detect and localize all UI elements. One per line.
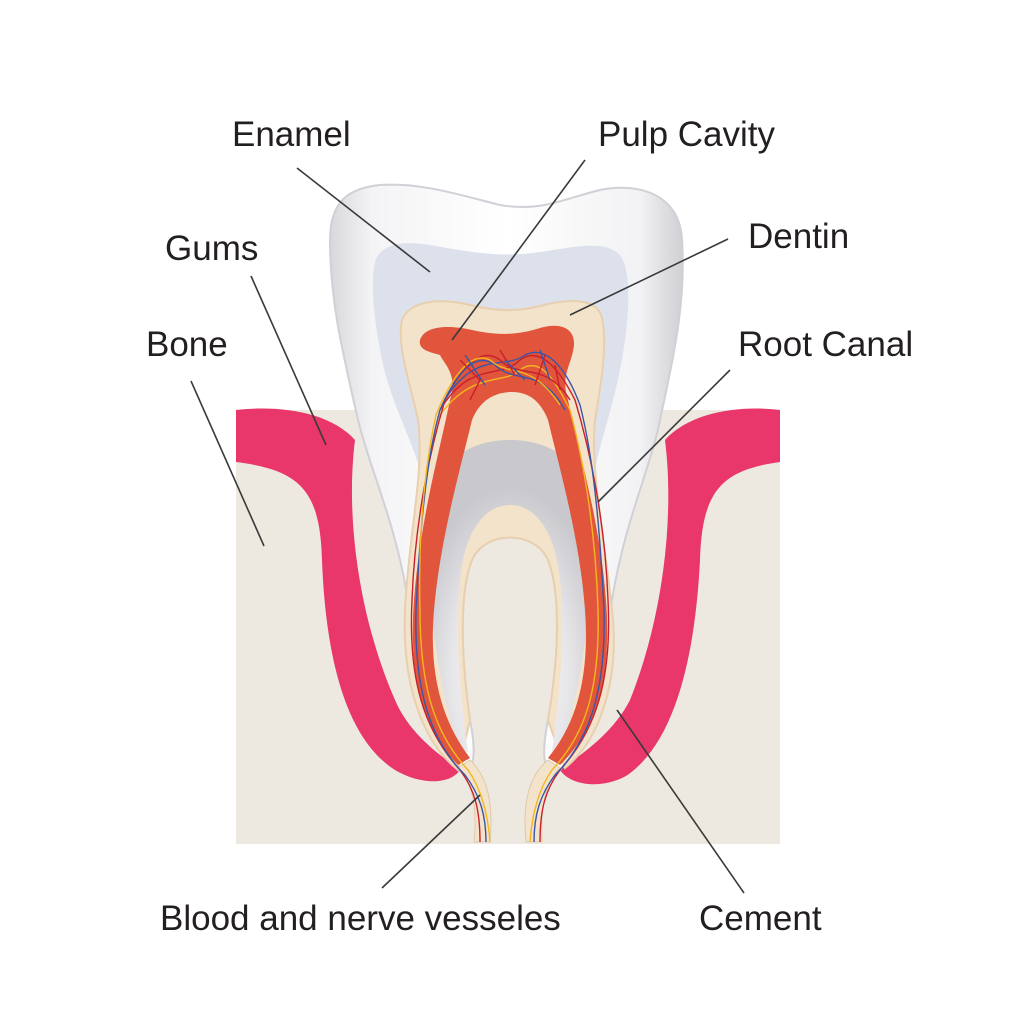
label-pulp-cavity: Pulp Cavity	[598, 115, 776, 154]
leader-blood-nerve	[381, 794, 481, 889]
leader-dentin	[569, 238, 729, 316]
gum-right	[560, 408, 780, 785]
label-enamel: Enamel	[232, 115, 351, 154]
leader-pulp-cavity	[451, 159, 586, 341]
leader-gums	[250, 275, 327, 446]
label-root-canal: Root Canal	[738, 325, 914, 364]
label-gums: Gums	[165, 229, 259, 268]
label-blood-nerve-vessels: Blood and nerve vesseles	[160, 899, 561, 938]
leader-bone	[190, 380, 265, 547]
label-bone: Bone	[146, 325, 228, 364]
label-cement: Cement	[699, 899, 822, 938]
leader-enamel	[296, 167, 431, 273]
pulp-cavity	[412, 325, 608, 765]
nerve-vessels	[410, 349, 610, 843]
label-dentin: Dentin	[748, 217, 850, 256]
leader-cement	[616, 709, 745, 894]
dentin-shade	[429, 440, 591, 752]
leader-root-canal	[597, 369, 731, 503]
gum-left	[236, 408, 460, 782]
